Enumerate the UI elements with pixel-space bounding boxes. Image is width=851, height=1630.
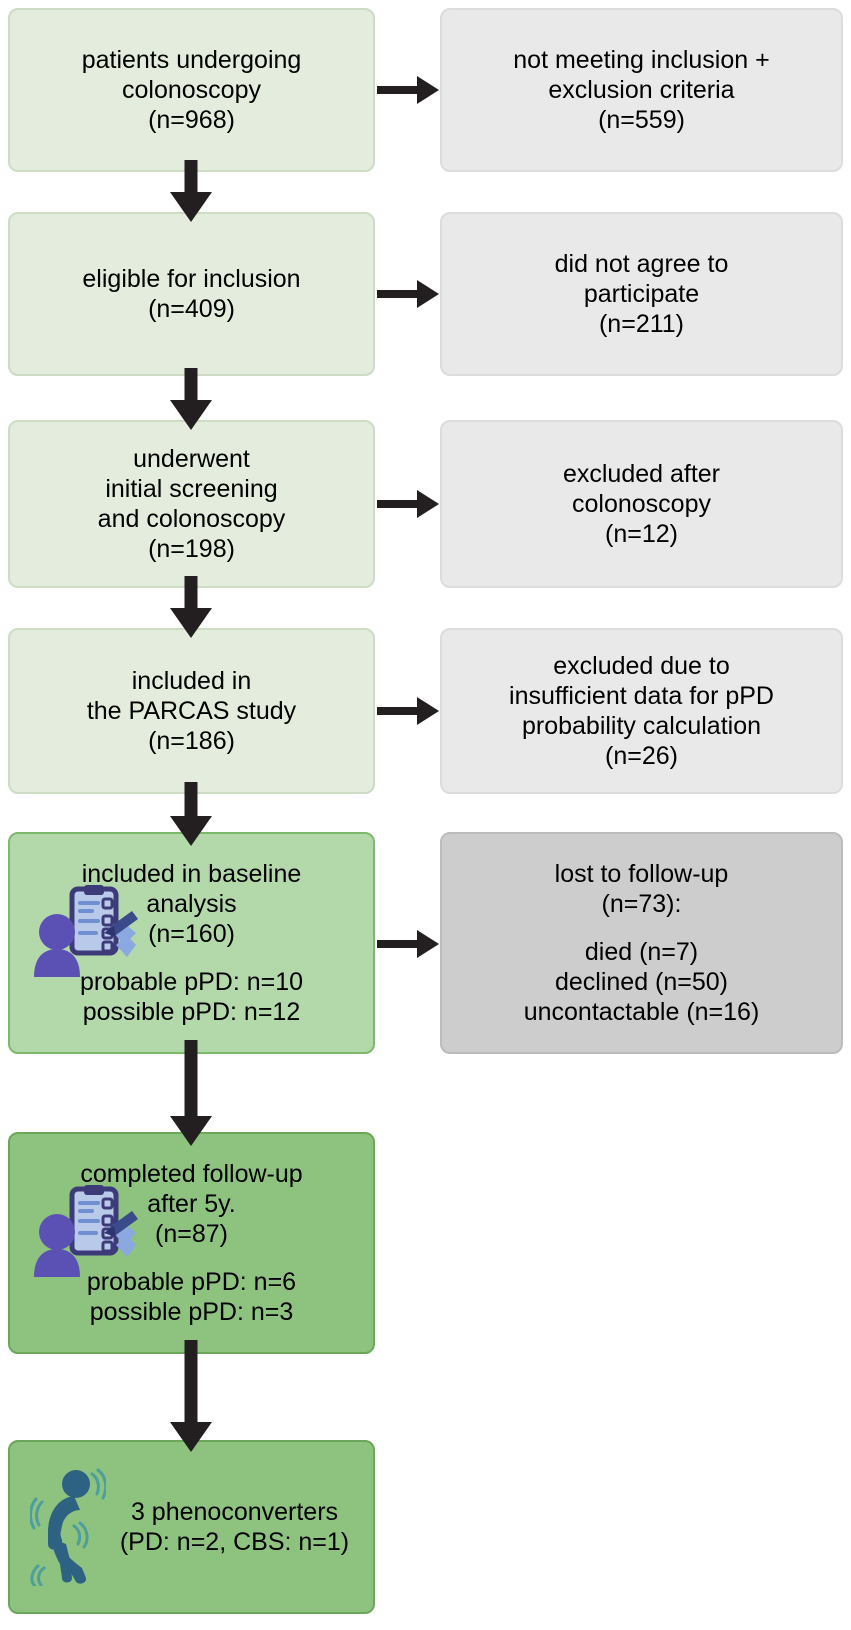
- node-line: analysis: [146, 890, 237, 918]
- arrow-to-did-not-agree: [377, 280, 439, 308]
- arrow-shaft: [377, 290, 423, 298]
- arrow-shaft: [184, 368, 198, 402]
- arrow-head: [417, 76, 439, 104]
- node-excluded-after-colonoscopy: excluded after colonoscopy (n=12): [440, 420, 843, 588]
- node-eligible-for-inclusion: eligible for inclusion (n=409): [8, 212, 375, 376]
- person-clipboard-icon: [32, 1185, 140, 1277]
- node-line: completed follow-up: [80, 1160, 303, 1188]
- node-not-meeting-inclusion-exclusion-criteria: not meeting inclusion + exclusion criter…: [440, 8, 843, 172]
- arrow-followup-to-phenoconverters: [168, 1340, 214, 1452]
- node-line: (n=73):: [601, 890, 682, 918]
- node-line: eligible for inclusion: [82, 265, 301, 293]
- node-line: insufficient data for pPD: [509, 682, 774, 710]
- node-patients-undergoing-colonoscopy: patients undergoing colonoscopy (n=968): [8, 8, 375, 172]
- arrow-head: [170, 816, 212, 846]
- node-excluded-insufficient-data: excluded due to insufficient data for pP…: [440, 628, 843, 794]
- arrow-shaft: [377, 940, 423, 948]
- node-line: (PD: n=2, CBS: n=1): [119, 1528, 350, 1556]
- node-line: possible pPD: n=12: [82, 998, 301, 1026]
- node-line: (n=26): [605, 742, 678, 770]
- arrow-to-insufficient-data: [377, 697, 439, 725]
- node-lost-to-followup: lost to follow-up (n=73): died (n=7) dec…: [440, 832, 843, 1054]
- arrow-eligible-to-screened: [168, 368, 214, 430]
- node-line: participate: [583, 280, 700, 308]
- arrow-shaft: [184, 576, 198, 610]
- node-line: excluded due to: [553, 652, 730, 680]
- node-line: (n=559): [598, 106, 685, 134]
- node-line: and colonoscopy: [97, 505, 286, 533]
- node-line: (n=160): [148, 920, 235, 948]
- arrow-baseline-to-followup: [168, 1040, 214, 1146]
- node-line: excluded after: [562, 460, 721, 488]
- node-line: (n=12): [605, 520, 678, 548]
- node-line: lost to follow-up: [554, 860, 729, 888]
- node-line: colonoscopy: [122, 76, 261, 104]
- arrow-head: [170, 608, 212, 638]
- arrow-head: [417, 930, 439, 958]
- arrow-head: [417, 697, 439, 725]
- node-line: (n=968): [148, 106, 235, 134]
- node-included-in-baseline-analysis: included in baseline analysis (n=160) pr…: [8, 832, 375, 1054]
- node-line: the PARCAS study: [86, 697, 297, 725]
- arrow-shaft: [184, 1040, 198, 1118]
- node-line: probability calculation: [521, 712, 762, 740]
- arrow-shaft: [184, 1340, 198, 1424]
- arrow-enrolled-to-eligible: [168, 160, 214, 222]
- node-line: exclusion criteria: [548, 76, 735, 104]
- node-line: (n=186): [148, 727, 235, 755]
- arrow-to-lost-to-followup: [377, 930, 439, 958]
- arrow-shaft: [377, 707, 423, 715]
- node-line: probable pPD: n=10: [79, 968, 304, 996]
- node-phenoconverters: 3 phenoconverters (PD: n=2, CBS: n=1): [8, 1440, 375, 1614]
- node-line: underwent: [133, 445, 250, 473]
- arrow-head: [170, 192, 212, 222]
- node-included-in-parcas-study: included in the PARCAS study (n=186): [8, 628, 375, 794]
- node-did-not-agree-to-participate: did not agree to participate (n=211): [440, 212, 843, 376]
- node-line: (n=87): [155, 1220, 228, 1248]
- node-line: (n=198): [148, 535, 235, 563]
- arrow-head: [170, 1116, 212, 1146]
- node-line: after 5y.: [147, 1190, 236, 1218]
- arrow-to-excluded-after-colonoscopy: [377, 490, 439, 518]
- node-line: died (n=7): [584, 938, 699, 966]
- node-line: possible pPD: n=3: [89, 1298, 294, 1326]
- node-line: (n=211): [598, 310, 684, 338]
- node-line: 3 phenoconverters: [130, 1498, 339, 1526]
- arrow-shaft: [184, 160, 198, 194]
- node-line: initial screening: [105, 475, 278, 503]
- node-line: probable pPD: n=6: [86, 1268, 297, 1296]
- arrow-included-to-baseline: [168, 782, 214, 846]
- node-line: not meeting inclusion +: [513, 46, 770, 74]
- node-completed-followup: completed follow-up after 5y. (n=87) pro…: [8, 1132, 375, 1354]
- node-line: uncontactable (n=16): [523, 998, 760, 1026]
- node-line: colonoscopy: [572, 490, 711, 518]
- person-tremor-icon: [30, 1468, 106, 1586]
- arrow-shaft: [377, 86, 423, 94]
- node-line: declined (n=50): [554, 968, 729, 996]
- person-clipboard-icon: [32, 885, 140, 977]
- arrow-shaft: [184, 782, 198, 818]
- arrow-head: [170, 400, 212, 430]
- node-line: included in: [131, 667, 252, 695]
- arrow-screened-to-included: [168, 576, 214, 638]
- node-line: patients undergoing: [81, 46, 302, 74]
- arrow-head: [417, 490, 439, 518]
- node-line: did not agree to: [554, 250, 729, 278]
- arrow-head: [170, 1422, 212, 1452]
- node-line: included in baseline: [81, 860, 302, 888]
- node-underwent-initial-screening: underwent initial screening and colonosc…: [8, 420, 375, 588]
- arrow-head: [417, 280, 439, 308]
- node-line: (n=409): [148, 295, 235, 323]
- arrow-shaft: [377, 500, 423, 508]
- arrow-to-not-meeting-criteria: [377, 76, 439, 104]
